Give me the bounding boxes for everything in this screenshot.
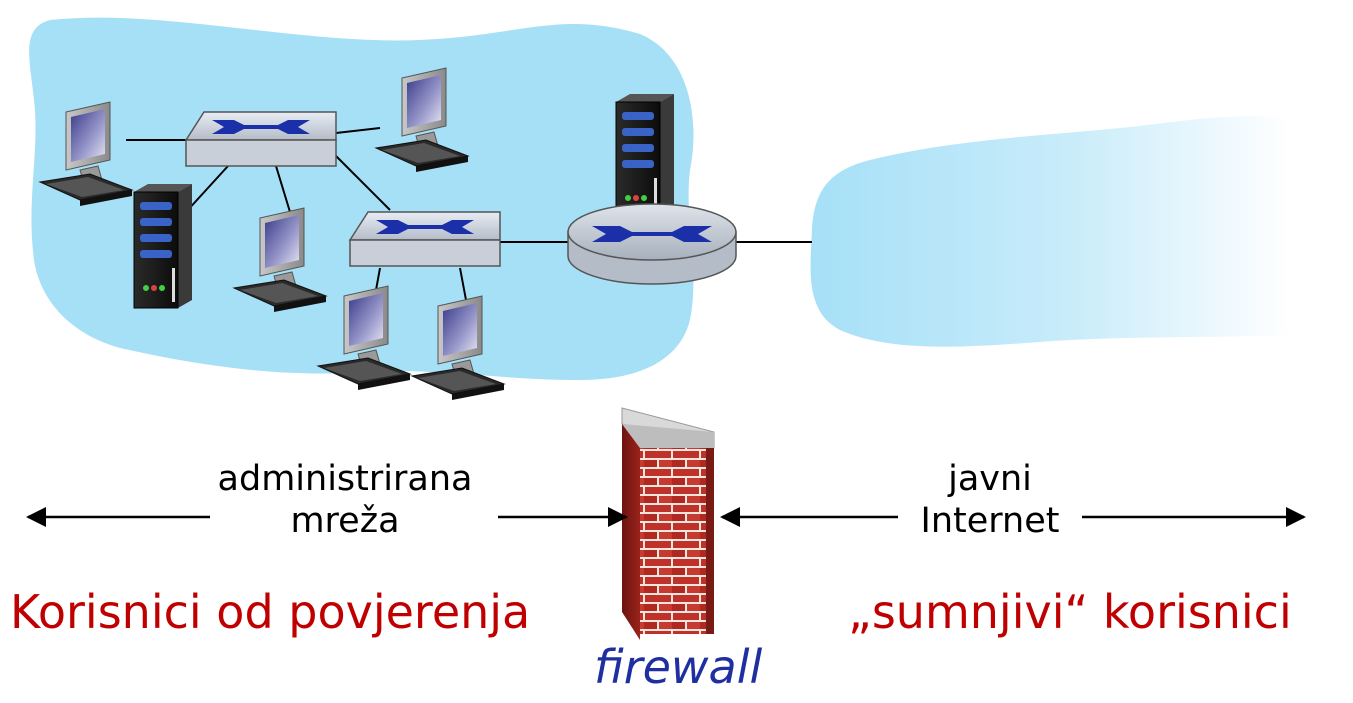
public-internet-line1: javni [948, 459, 1032, 499]
router-icon [567, 203, 737, 285]
brick-firewall-icon [621, 407, 715, 640]
public-internet-line2: Internet [920, 501, 1060, 541]
switch-icon [349, 211, 501, 267]
managed-network-label: administrirana mreža [190, 458, 500, 542]
server-icon [133, 183, 193, 309]
public-internet-label: javni Internet [894, 458, 1086, 542]
managed-network-cloud [29, 17, 694, 381]
managed-network-line1: administrirana [217, 459, 473, 499]
managed-network-line2: mreža [290, 501, 400, 541]
server-icon [615, 93, 675, 219]
untrusted-users-label: „sumnjivi“ korisnici [848, 585, 1292, 639]
network-links [126, 127, 812, 301]
trusted-users-label: Korisnici od povjerenja [10, 585, 531, 639]
internet-cloud [810, 116, 1290, 347]
switch-icon [185, 111, 337, 167]
firewall-label: firewall [594, 640, 763, 694]
